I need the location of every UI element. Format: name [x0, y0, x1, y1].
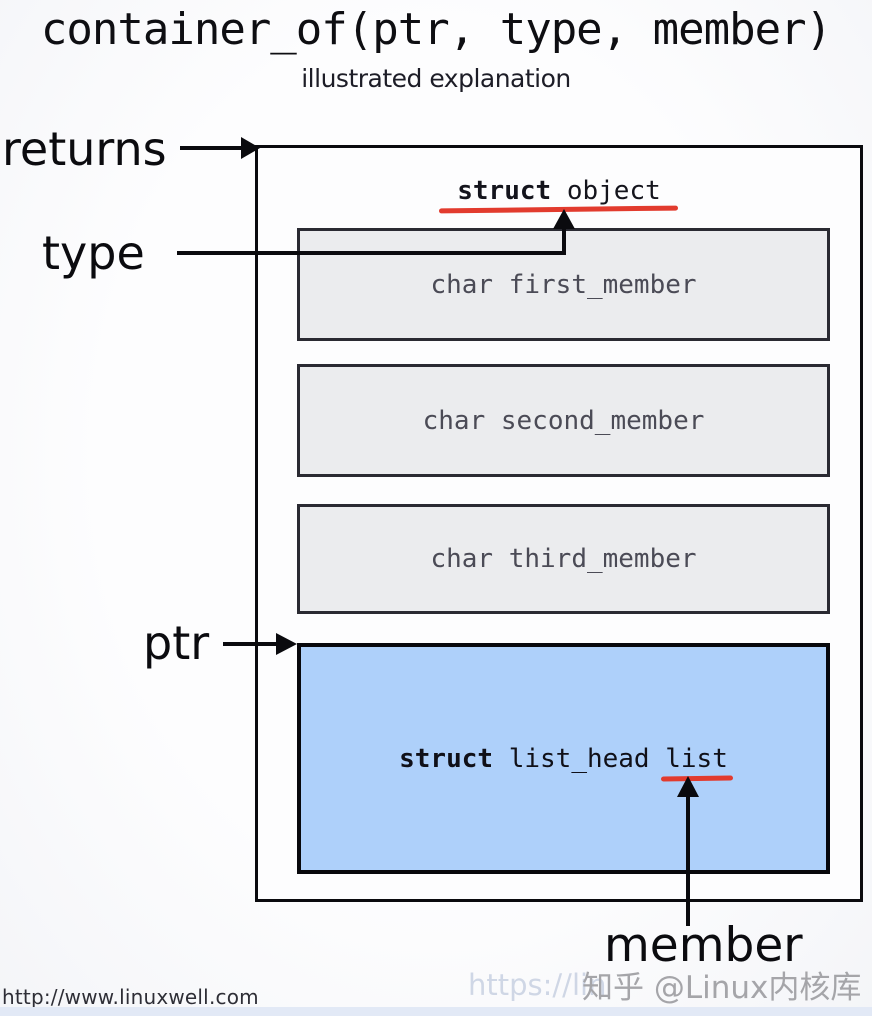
ptr-arrow-shaft — [223, 642, 281, 646]
label-returns: returns — [2, 122, 167, 176]
struct-keyword: struct — [457, 176, 552, 206]
member-box-third-label: char third_member — [430, 544, 697, 574]
watermark-url: https://lin — [468, 968, 607, 1002]
struct-object-underline: struct object — [455, 176, 663, 206]
bottom-strip — [0, 1007, 872, 1016]
page-title: container_of(ptr, type, member) — [40, 4, 832, 55]
list-head-type: list_head — [508, 743, 650, 774]
returns-arrow-head-icon — [241, 137, 260, 159]
member-box-third: char third_member — [297, 504, 830, 614]
member-box-second-label: char second_member — [422, 405, 705, 436]
type-arrow-shaft-vertical — [562, 226, 566, 255]
label-ptr: ptr — [143, 616, 210, 670]
member-box-second: char second_member — [297, 364, 830, 477]
object-name: object — [566, 176, 661, 206]
struct-keyword: struct — [399, 743, 494, 774]
watermark-author: 知乎 @Linux内核库 — [582, 970, 862, 1006]
member-box-first-label: char first_member — [430, 269, 697, 300]
type-arrow-head-icon — [553, 209, 575, 229]
page-subtitle: illustrated explanation — [301, 64, 571, 93]
source-url: http://www.linuxwell.com — [2, 985, 259, 1009]
list-head-box: struct list_head list — [297, 643, 830, 874]
returns-arrow-shaft — [180, 146, 243, 150]
label-type: type — [42, 226, 145, 280]
list-field-underlined: list — [665, 743, 728, 774]
ptr-arrow-head-icon — [276, 633, 297, 655]
struct-object-label: struct object — [255, 176, 863, 206]
label-member: member — [604, 918, 803, 973]
member-arrow-shaft — [686, 794, 690, 926]
type-arrow-shaft-horizontal — [177, 251, 565, 255]
list-head-label: struct list_head list — [399, 744, 728, 774]
member-arrow-head-icon — [677, 776, 699, 797]
